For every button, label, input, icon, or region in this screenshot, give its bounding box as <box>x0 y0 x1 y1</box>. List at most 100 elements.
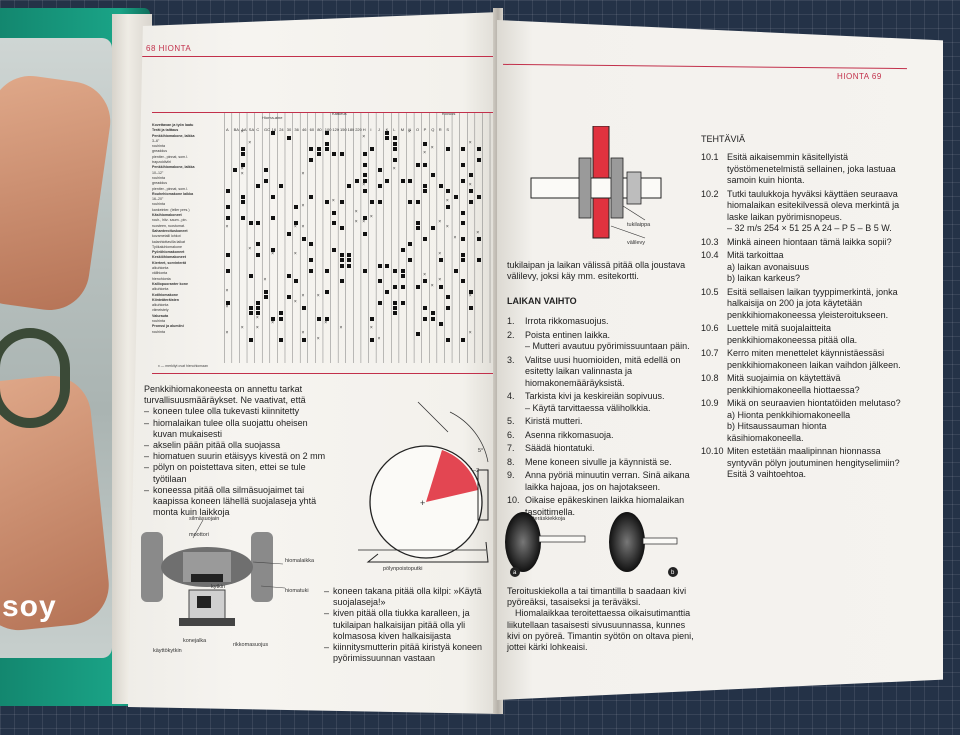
list-item: 2.Poista entinen laikka.– Mutteri avautu… <box>507 330 697 353</box>
list-text: Oikaise epäkeskinen laikka hiomalaikan t… <box>525 495 685 517</box>
list-number: 10.5 <box>701 286 719 297</box>
table-mark <box>461 221 466 226</box>
bullet-dash: – <box>324 586 330 596</box>
table-mark <box>263 178 268 183</box>
table-cross-mark: × <box>293 298 297 305</box>
table-mark <box>347 184 352 188</box>
table-cross-mark: × <box>430 282 434 289</box>
table-mark <box>347 258 352 263</box>
dust-pipe-label: pölynpoistoputki <box>383 566 422 572</box>
tasks-title: TEHTÄVIÄ <box>701 134 746 144</box>
table-row-label: Kiinteäteräisten <box>152 297 179 302</box>
table-cross-mark: × <box>301 171 305 178</box>
table-cross-mark: × <box>445 197 449 204</box>
list-text: Mitä suojaimia on käytettävä penkkihioma… <box>727 373 860 395</box>
table-mark <box>446 295 451 300</box>
list-item: 10.Oikaise epäkeskinen laikka hiomalaika… <box>507 495 697 518</box>
table-cross-mark: × <box>423 272 427 279</box>
table-mark <box>301 337 306 342</box>
table-mark <box>362 268 367 273</box>
table-row-label: hienohionta <box>152 276 171 281</box>
table-mark <box>446 146 451 151</box>
table-mark <box>347 263 352 268</box>
table-mark <box>256 311 261 316</box>
table-row-label: Valurauta <box>152 313 169 318</box>
table-mark <box>377 184 382 188</box>
table-row-label: greaddus <box>152 181 167 186</box>
list-subitem: b) laikan karkeus? <box>727 273 801 283</box>
list-number: 10.2 <box>701 188 719 199</box>
dresser-label: teräskiekkoja <box>533 516 566 522</box>
table-cross-mark: × <box>225 330 229 337</box>
table-mark <box>438 284 443 289</box>
table-cross-mark: × <box>225 288 229 294</box>
flange-diagram: tukilaippa välilevy <box>530 126 662 246</box>
table-mark <box>279 311 283 316</box>
table-mark <box>256 242 261 247</box>
badge-b: b <box>671 570 675 576</box>
bullet-text: hiomalaikan tulee olla suojattu oheisen … <box>153 417 308 439</box>
table-mark <box>309 268 314 273</box>
table-mark <box>476 237 481 241</box>
table-mark <box>408 242 413 247</box>
table-mark <box>339 252 344 257</box>
table-cross-mark: × <box>240 166 244 173</box>
table-mark <box>461 252 466 257</box>
table-mark <box>461 258 466 263</box>
table-mark <box>324 199 329 204</box>
table-bottom-rule <box>152 373 496 374</box>
table-mark <box>362 178 367 183</box>
list-item: 3.Valitse uusi huomioiden, mitä edellä o… <box>507 355 697 390</box>
list-number: 10.3 <box>701 236 719 247</box>
table-row-label: Työkaluhiomakone <box>152 244 182 249</box>
table-row-label: Rouhehiomakone laikka <box>152 191 194 196</box>
list-number: 10.1 <box>701 152 719 162</box>
table-mark <box>446 337 451 342</box>
table-mark <box>324 268 329 273</box>
table-cross-mark: × <box>255 314 259 321</box>
table-row-label: Sahanteroituskoneet <box>152 228 188 233</box>
table-row-label: trapzoidiviiri <box>152 160 171 165</box>
table-mark <box>225 252 230 257</box>
spacer-note: tukilaipan ja laikan välissä pitää olla … <box>507 260 697 282</box>
table-cross-mark: × <box>354 219 358 226</box>
list-text: Tutki taulukkoja hyväksi käyttäen seuraa… <box>727 188 900 222</box>
dressing-paragraph: Teroituskiekolla a tai timantilla b saad… <box>507 586 687 608</box>
table-mark <box>271 316 276 321</box>
label-tool-rest: hiomatuki <box>285 588 309 594</box>
table-mark <box>393 146 397 151</box>
table-row-label: Pyöröhiomakoneet <box>152 250 185 255</box>
table-mark <box>248 221 253 226</box>
table-mark <box>279 337 283 342</box>
spacer-note-text: tukilaipan ja laikan välissä pitää olla … <box>507 260 686 282</box>
table-mark <box>476 157 481 162</box>
table-cross-mark: × <box>369 213 373 220</box>
table-cross-mark: × <box>255 325 259 332</box>
table-mark <box>461 237 466 241</box>
dim-gap: 1–2 <box>470 468 479 474</box>
table-mark <box>317 146 321 151</box>
table-mark <box>324 131 329 135</box>
list-number: 10.6 <box>701 323 719 333</box>
table-cross-mark: × <box>324 319 328 326</box>
table-mark <box>294 279 299 284</box>
table-cross-mark: × <box>331 197 335 204</box>
table-mark <box>256 184 261 188</box>
table-cross-mark: × <box>248 245 252 252</box>
list-number: 9. <box>507 470 515 480</box>
bullet-item: –koneen tulee olla tukevasti kiinnitetty <box>144 406 334 417</box>
list-number: 10.7 <box>701 348 719 358</box>
table-mark <box>339 199 344 204</box>
table-mark <box>393 305 397 310</box>
intro-paragraph: Penkkihiomakoneesta on annettu tarkat tu… <box>144 384 306 406</box>
table-mark <box>446 189 451 194</box>
table-row-label: rouhinta <box>152 175 165 180</box>
table-mark <box>271 131 276 135</box>
table-mark <box>370 199 375 204</box>
bullet-text: koneen tulee olla tukevasti kiinnitetty <box>153 406 300 417</box>
label-wheel: hiomalaikka <box>285 558 315 564</box>
